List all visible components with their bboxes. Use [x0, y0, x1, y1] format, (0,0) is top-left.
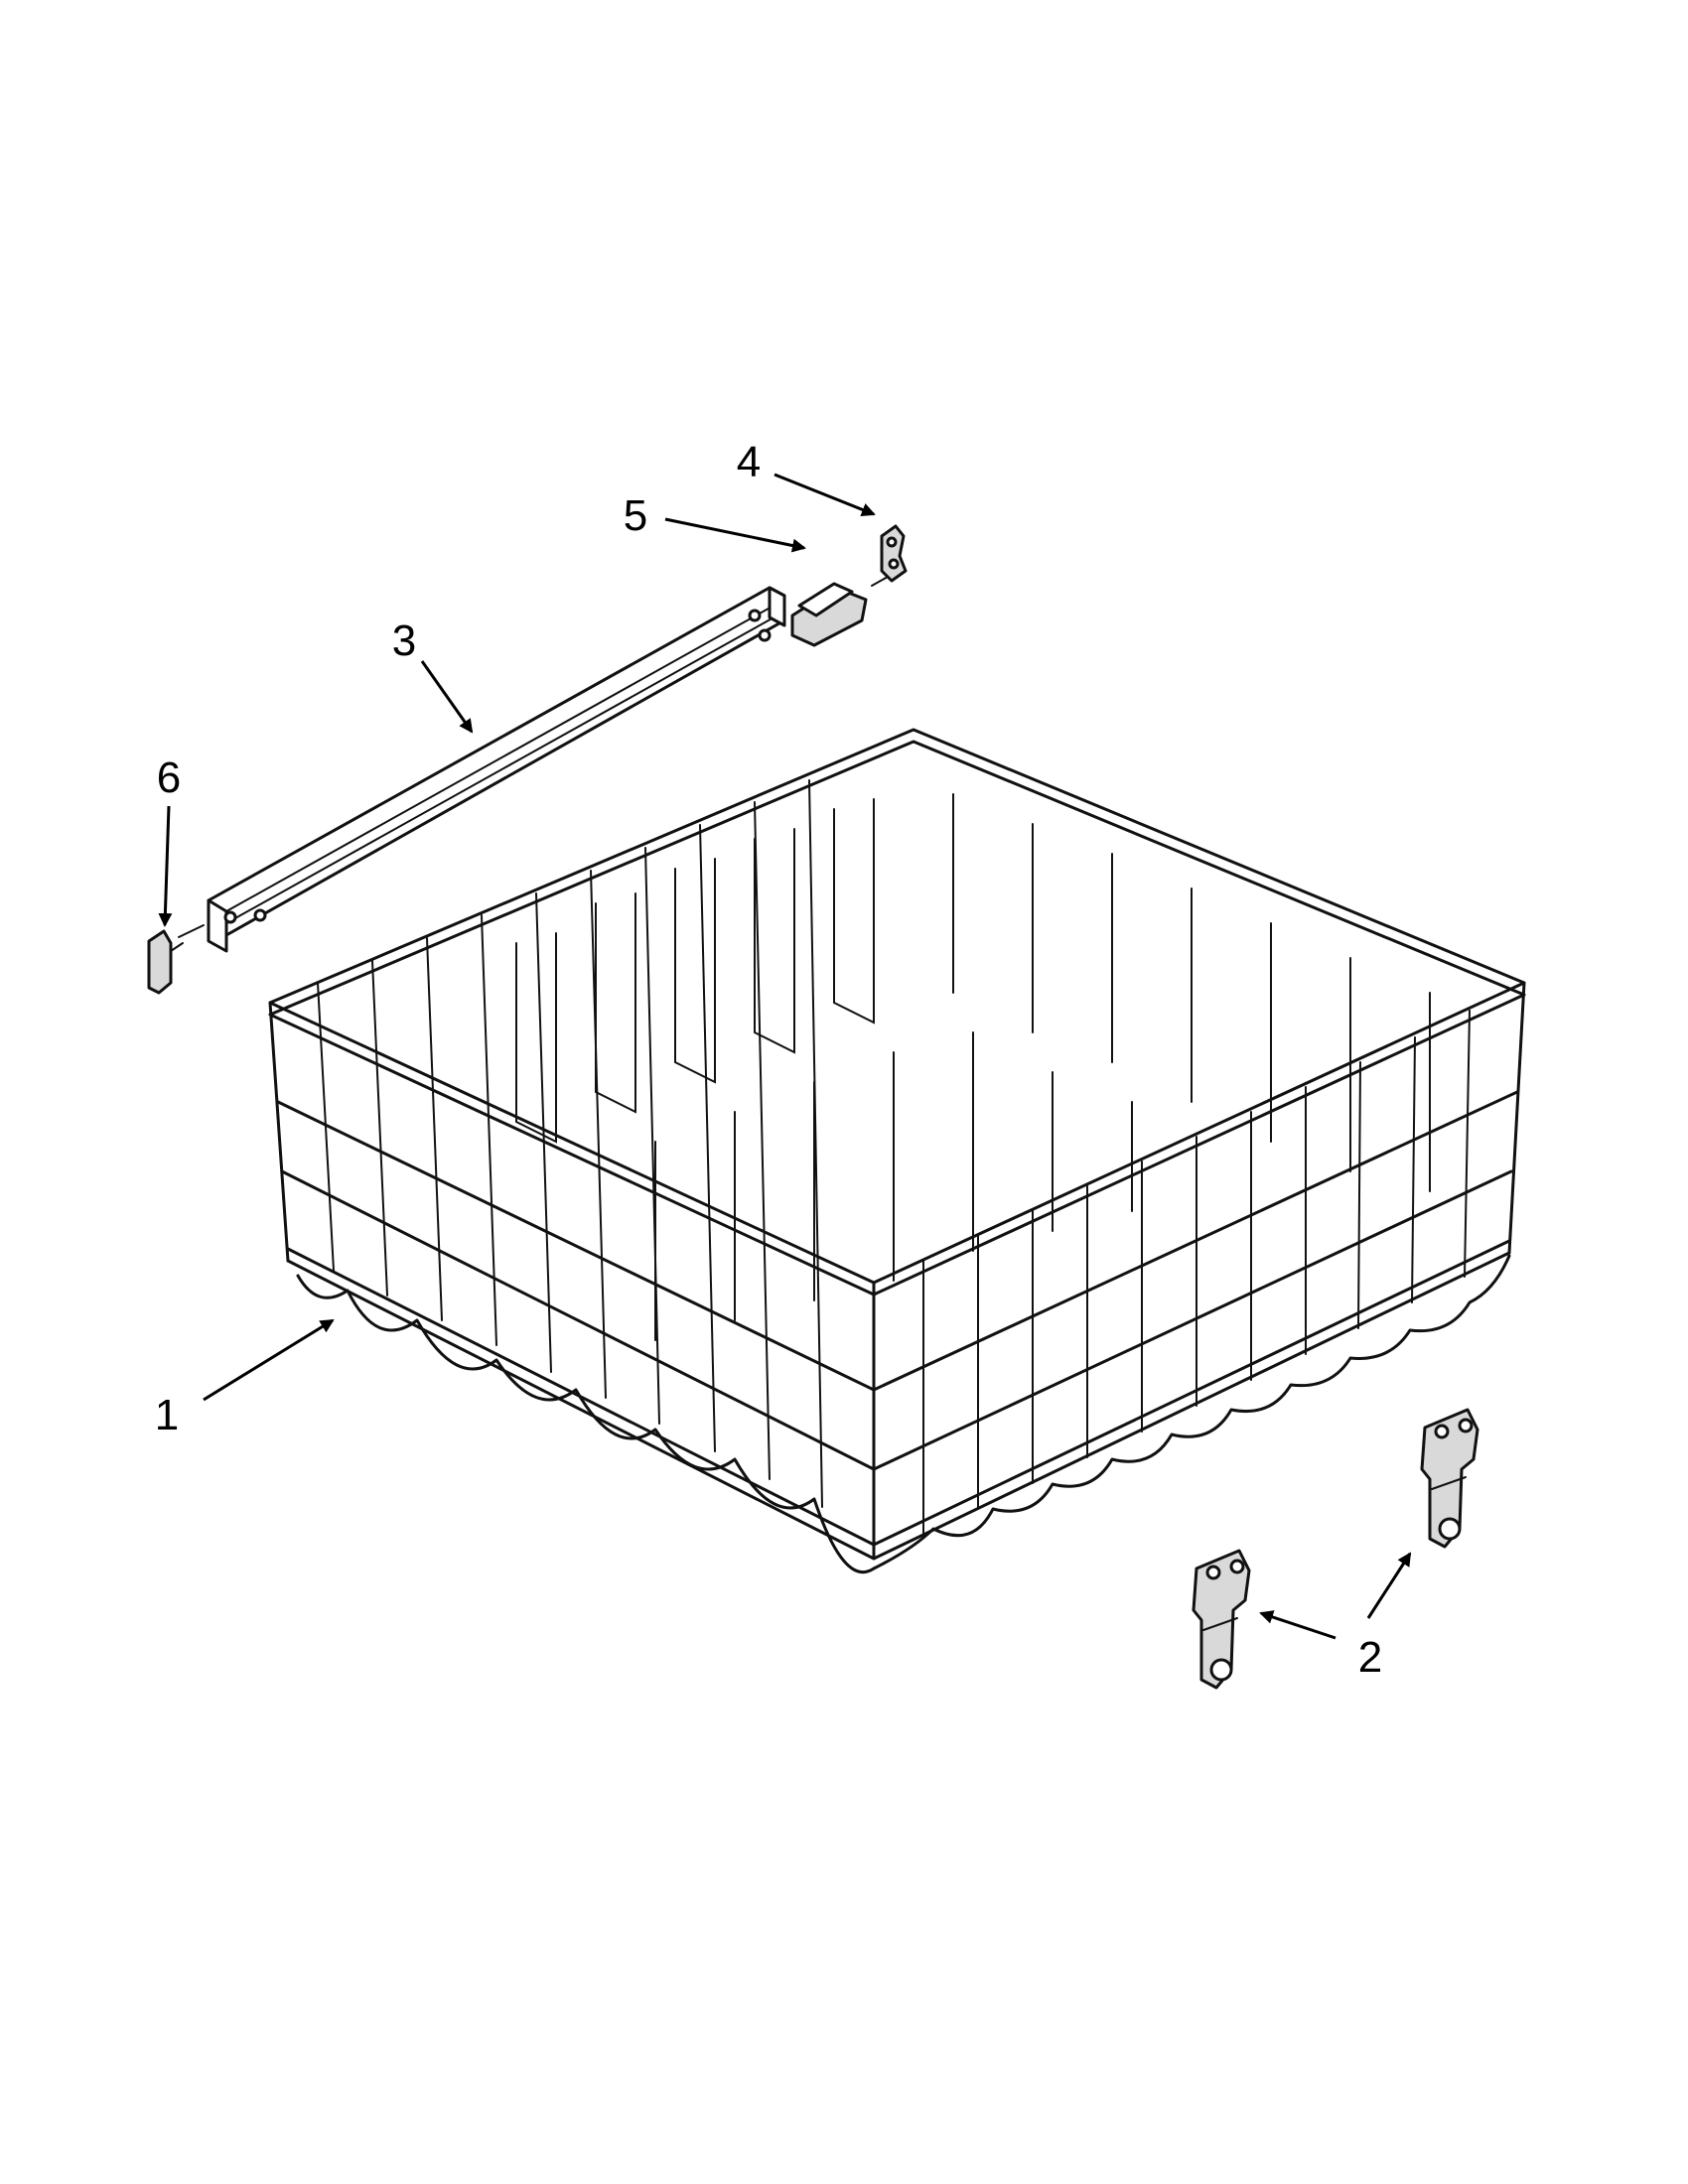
callout-6: 6 — [157, 753, 181, 802]
callout-2: 2 — [1358, 1633, 1382, 1682]
leader-2b — [1366, 1552, 1412, 1619]
basket-right-verticals — [922, 1010, 1471, 1535]
leader-2a — [1259, 1610, 1336, 1640]
rack-rail-part[interactable] — [207, 586, 786, 953]
rack-adjuster-right-part[interactable] — [1420, 1408, 1479, 1549]
leader-1 — [203, 1318, 335, 1402]
callout-labels: 1 2 3 4 5 6 — [155, 438, 1382, 1682]
leader-4 — [774, 473, 876, 517]
basket-left-verticals — [317, 779, 823, 1508]
leader-6 — [158, 805, 173, 927]
leader-3 — [420, 660, 474, 734]
rack-adjuster-left-part[interactable] — [1192, 1549, 1251, 1690]
callout-5: 5 — [624, 491, 647, 540]
basket-tines — [515, 793, 1431, 1341]
leader-5 — [664, 517, 806, 553]
rail-stop-part[interactable] — [790, 567, 905, 647]
rail-front-cap-part[interactable] — [147, 924, 205, 995]
rail-end-cap-part[interactable] — [880, 524, 908, 583]
callout-1: 1 — [155, 1391, 179, 1439]
upper-rack-basket-part[interactable] — [268, 728, 1526, 1574]
callout-3: 3 — [392, 616, 416, 665]
callout-4: 4 — [737, 438, 761, 486]
leader-lines — [158, 473, 1412, 1640]
